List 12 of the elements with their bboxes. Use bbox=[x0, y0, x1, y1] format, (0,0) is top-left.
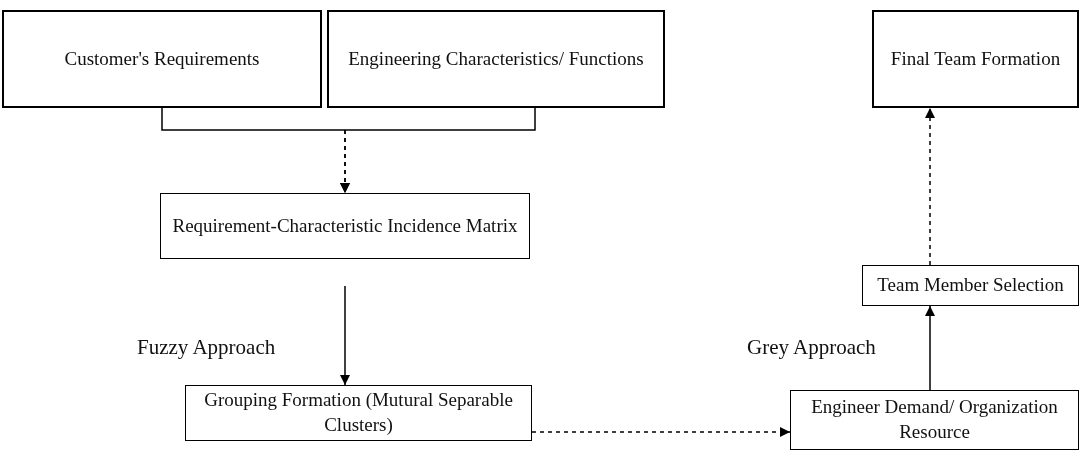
arrow bbox=[531, 427, 791, 437]
process-box: Grouping Formation (Mutural Separable Clusters) bbox=[185, 385, 532, 441]
arrow bbox=[340, 107, 536, 194]
process-box: Customer's Requirements bbox=[2, 10, 322, 108]
process-box: Final Team Formation bbox=[872, 10, 1079, 108]
process-box: Team Member Selection bbox=[862, 265, 1079, 306]
arrow bbox=[925, 305, 935, 391]
process-box: Engineering Characteristics/ Functions bbox=[327, 10, 665, 108]
process-box: Engineer Demand/ Organization Resource bbox=[790, 390, 1079, 450]
process-box: Requirement-Characteristic Incidence Matrix bbox=[160, 193, 530, 259]
arrow bbox=[925, 107, 935, 266]
arrow bbox=[340, 285, 350, 386]
